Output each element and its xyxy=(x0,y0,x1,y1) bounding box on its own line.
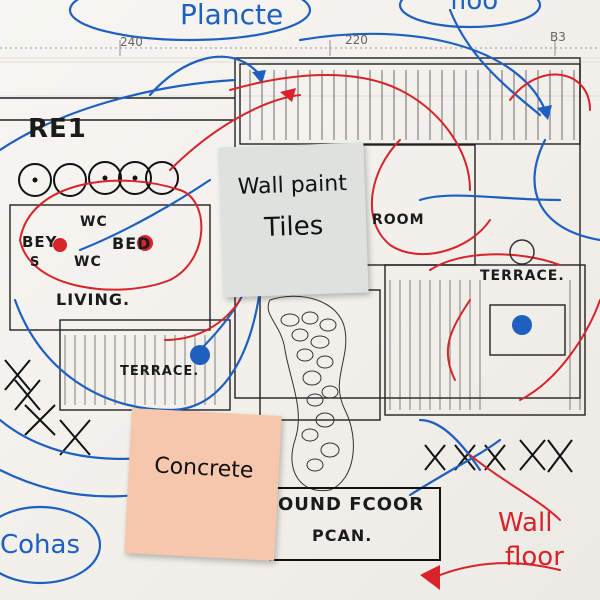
sticky-note-line: Tiles xyxy=(263,210,324,244)
living-label: LIVING. xyxy=(56,290,131,309)
bed-left-label: BEY xyxy=(22,233,58,251)
terrace-left-label: TERRACE. xyxy=(120,364,200,379)
room-label: RE1 xyxy=(28,114,87,144)
wc-upper-label: WC xyxy=(80,214,108,230)
dimension-label: 240 xyxy=(120,35,143,49)
ground-floor-plan-line2: PCAN. xyxy=(312,526,373,545)
bed-right-label: BED xyxy=(112,234,152,253)
sticky-note-line: Wall paint xyxy=(237,171,348,200)
wc-lower-label: WC xyxy=(74,254,102,270)
dimension-label: 220 xyxy=(345,33,368,47)
sticky-note-wall-paint[interactable]: Wall paint Tiles xyxy=(218,142,369,298)
plancte-label: Plancte xyxy=(180,0,284,31)
s-label: S xyxy=(30,255,41,270)
sticky-note-concrete[interactable]: Concrete xyxy=(124,408,282,561)
floor-label: floor xyxy=(505,542,564,572)
room-right-label: ROOM xyxy=(372,212,425,228)
dimension-label: B3 xyxy=(550,30,566,44)
floor-label-top: floo xyxy=(450,0,499,16)
terrace-right-label: TERRACE. xyxy=(480,268,565,284)
cohas-label: Cohas xyxy=(0,530,81,560)
wall-label: Wall xyxy=(498,508,553,538)
ground-floor-plan-line1: OUND FCOOR xyxy=(278,494,425,515)
sticky-note-line: Concrete xyxy=(153,453,254,484)
